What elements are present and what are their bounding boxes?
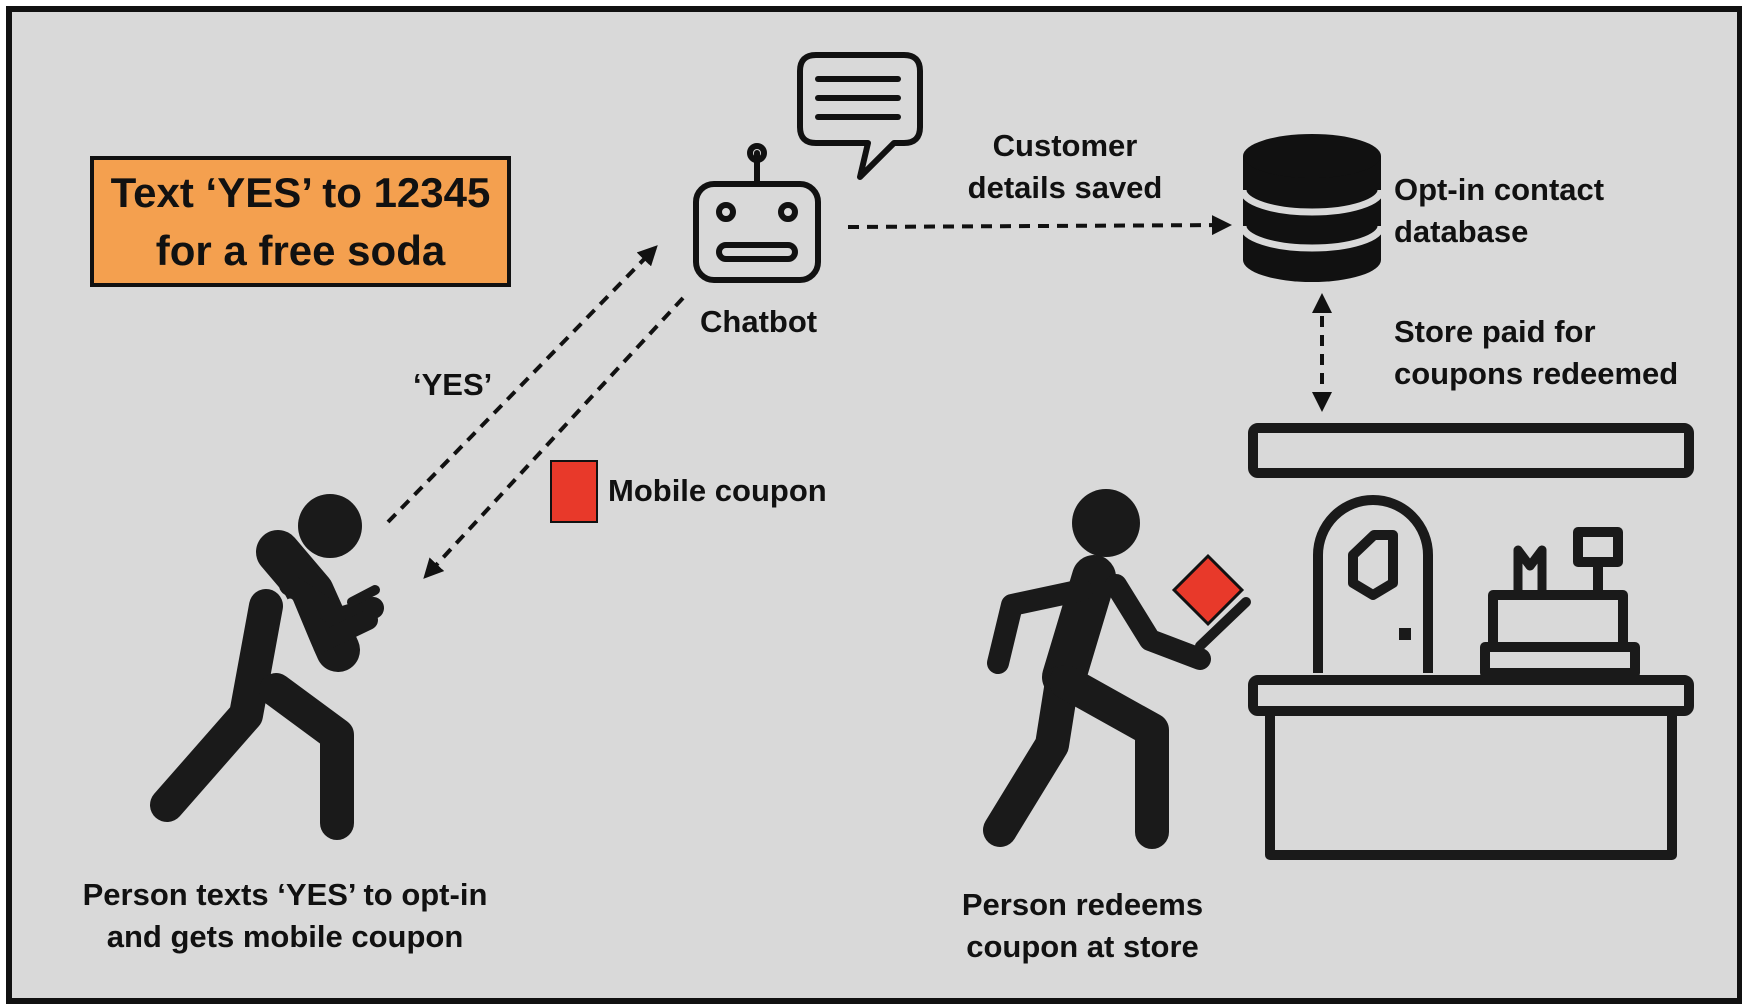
store-paid-label: Store paid for coupons redeemed <box>1394 311 1678 395</box>
store-paid-line-2: coupons redeemed <box>1394 356 1679 391</box>
robot-icon <box>693 143 821 283</box>
person-redeems-line-1: Person redeems <box>961 887 1204 922</box>
person-redeems-caption: Person redeems coupon at store <box>950 884 1215 968</box>
arrow-person-to-chatbot <box>386 245 658 524</box>
promo-banner: Text ‘YES’ to 12345 for a free soda <box>90 156 511 287</box>
customer-details-line-2: details saved <box>967 170 1163 205</box>
banner-line-2: for a free soda <box>155 226 446 274</box>
speech-bubble-icon <box>797 52 923 180</box>
database-icon <box>1239 134 1385 282</box>
person-texts-line-2: and gets mobile coupon <box>106 919 464 954</box>
person-walking-icon <box>983 489 1251 849</box>
database-label-line-1: Opt-in contact <box>1394 172 1605 207</box>
person-redeems-line-2: coupon at store <box>966 929 1199 964</box>
store-counter-icon <box>1248 423 1694 860</box>
person-texting-icon <box>150 494 384 840</box>
database-label-line-2: database <box>1394 214 1529 249</box>
store-paid-line-1: Store paid for <box>1394 314 1596 349</box>
flow-arrows <box>386 215 1332 579</box>
yes-reply-label: ‘YES’ <box>413 367 493 402</box>
arrow-chatbot-to-person <box>423 296 685 579</box>
person-texts-line-1: Person texts ‘YES’ to opt-in <box>82 877 488 912</box>
customer-details-label: Customer details saved <box>960 125 1170 209</box>
arrow-chatbot-to-database <box>847 215 1232 236</box>
coupon-icon <box>550 460 598 523</box>
database-label: Opt-in contact database <box>1394 169 1604 253</box>
store-sign-bar <box>1248 423 1694 478</box>
banner-line-1: Text ‘YES’ to 12345 <box>110 168 491 216</box>
chatbot-label: Chatbot <box>700 304 818 339</box>
counter-body <box>1265 706 1677 860</box>
customer-details-line-1: Customer <box>992 128 1138 163</box>
mobile-coupon-label: Mobile coupon <box>608 473 827 508</box>
coupon-in-hand-icon <box>1171 553 1245 627</box>
person-texts-caption: Person texts ‘YES’ to opt-in and gets mo… <box>80 874 490 958</box>
